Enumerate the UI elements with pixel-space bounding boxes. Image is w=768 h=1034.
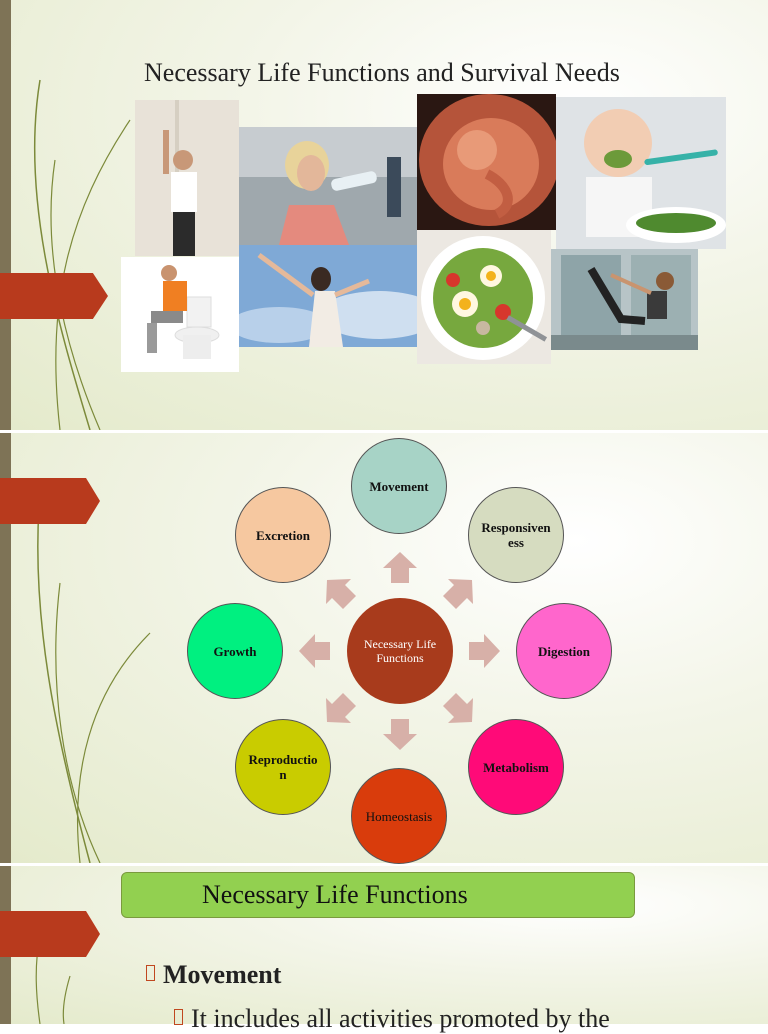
node-excretion: Excretion	[235, 487, 331, 583]
node-homeostasis: Homeostasis	[351, 768, 447, 864]
section-heading: Necessary Life Functions	[202, 880, 468, 909]
boy-on-toilet-photo	[121, 257, 239, 372]
sub-bullet-text: It includes all activities promoted by t…	[191, 1004, 610, 1033]
node-responsiveness: Responsiveness	[468, 487, 564, 583]
baby-eating-photo	[556, 97, 726, 249]
node-reproduction: Reproduction	[235, 719, 331, 815]
boy-measuring-height-photo	[135, 100, 239, 256]
node-digestion: Digestion	[516, 603, 612, 699]
center-node-necessary-life-functions: Necessary Life Functions	[347, 598, 453, 704]
woman-breathing-sky-photo	[239, 245, 417, 347]
bullet-text: Movement	[163, 960, 282, 989]
slide-left-band	[0, 0, 11, 430]
node-metabolism: Metabolism	[468, 719, 564, 815]
slide-left-band	[0, 433, 11, 863]
slide-title: Necessary Life Functions and Survival Ne…	[144, 58, 620, 87]
bullet-marker-icon	[146, 965, 155, 981]
accent-arrow-tab	[0, 478, 100, 524]
bullet-marker-icon	[174, 1009, 183, 1025]
accent-arrow-tab	[0, 273, 108, 319]
woman-drinking-water-photo	[239, 127, 417, 245]
sub-bullet: It includes all activities promoted by t…	[174, 1004, 610, 1034]
node-growth: Growth	[187, 603, 283, 699]
slide-1: Necessary Life Functions and Survival Ne…	[0, 0, 768, 430]
accent-arrow-tab	[0, 911, 100, 957]
fetus-in-womb-photo	[417, 94, 556, 230]
salad-plate-photo	[417, 230, 551, 364]
node-movement: Movement	[351, 438, 447, 534]
woman-exercising-photo	[551, 249, 698, 350]
section-heading-box: Necessary Life Functions	[121, 872, 635, 918]
decorative-curves	[37, 492, 151, 863]
bullet-movement: Movement	[146, 960, 281, 990]
